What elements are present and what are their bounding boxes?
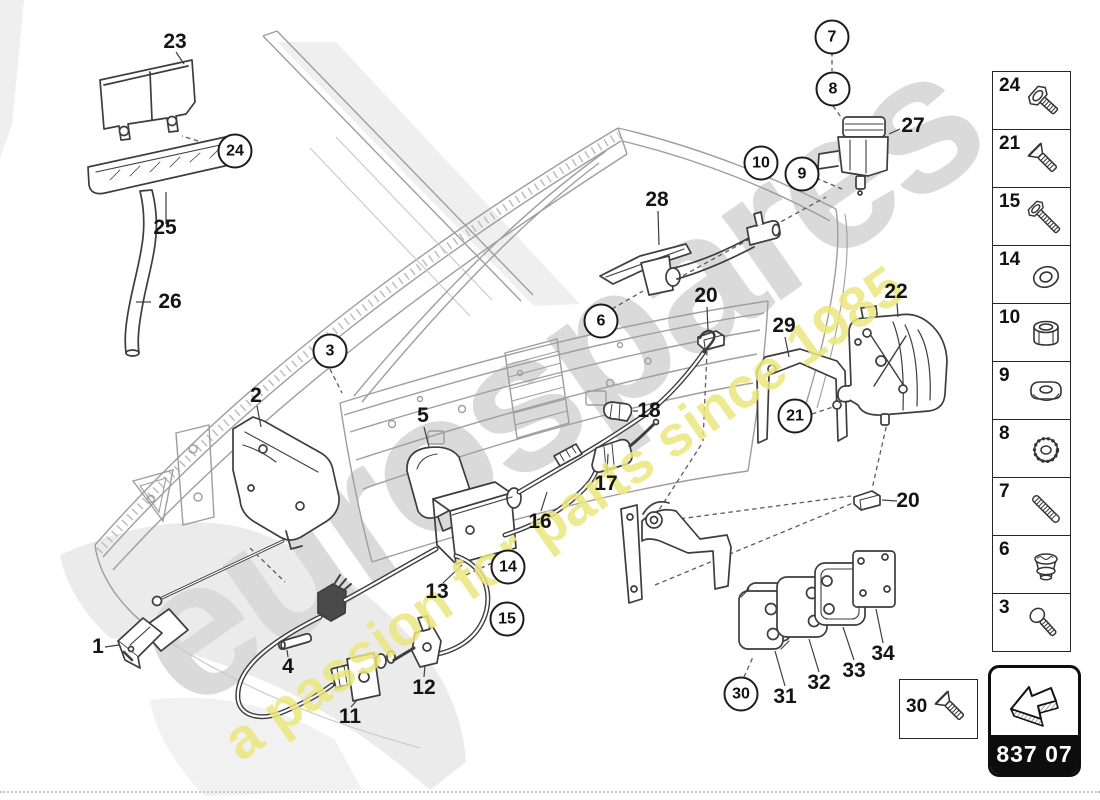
part-12-cable-end-bracket (411, 615, 442, 668)
legend-number: 21 (999, 133, 1021, 154)
circled-part-label-6: 6 (583, 303, 619, 339)
part-1-corner-bracket (117, 608, 189, 669)
part-label-18: 18 (637, 399, 661, 422)
part-label-33: 33 (842, 659, 866, 682)
part-2-handle-bracket (232, 416, 340, 550)
legend-cell-21: 21 (993, 130, 1070, 188)
legend-cell-10: 10 (993, 304, 1070, 362)
part-34-backing-plate (852, 550, 896, 608)
legend-number: 24 (999, 75, 1021, 96)
circled-part-label-15: 15 (489, 601, 525, 637)
cable-end-hook (698, 329, 716, 354)
page-code-box: 837 07 (988, 665, 1081, 777)
part-label-5: 5 (417, 404, 429, 427)
inset-item-number: 30 (906, 696, 928, 717)
part-23-tray (99, 59, 196, 141)
part-door-stay-lever (620, 500, 732, 604)
part-label-31: 31 (773, 685, 797, 708)
legend-number: 6 (999, 539, 1010, 560)
csk-screw-icon (1023, 139, 1069, 183)
cable-ferrule (553, 443, 583, 467)
part-27-reservoir (817, 116, 889, 196)
circled-part-label-9: 9 (784, 156, 820, 192)
part-4-pin (277, 632, 313, 651)
part-11-adjuster (330, 646, 416, 702)
part-label-13: 13 (425, 580, 449, 603)
csk-screw-icon (930, 687, 976, 731)
legend-cell-8: 8 (993, 420, 1070, 478)
circled-part-label-21: 21 (777, 398, 813, 434)
part-label-27: 27 (901, 114, 925, 137)
lock-nut-icon (1023, 313, 1069, 357)
long-bolt-icon (1023, 197, 1069, 241)
part-22-door-lock (837, 305, 948, 426)
part-label-20: 20 (896, 489, 920, 512)
circled-part-label-3: 3 (312, 333, 348, 369)
inset-item-box: 30 (899, 679, 978, 739)
part-17-cable-end (591, 418, 660, 473)
ring-washer-icon (1023, 255, 1069, 299)
direction-arrow-icon (991, 668, 1078, 735)
legend-cell-6: 6 (993, 536, 1070, 594)
circled-part-label-14: 14 (490, 549, 526, 585)
legend-cell-9: 9 (993, 362, 1070, 420)
circled-part-label-8: 8 (815, 71, 851, 107)
circled-part-label-30: 30 (723, 676, 759, 712)
circled-part-label-7: 7 (814, 19, 850, 55)
legend-cell-24: 24 (993, 72, 1070, 130)
hex-bolt-icon (1023, 81, 1069, 125)
part-28-lever-rod (599, 211, 781, 296)
page-bottom-divider (0, 791, 1100, 793)
part-label-29: 29 (772, 314, 796, 337)
part-label-16: 16 (528, 510, 552, 533)
part-26-drain-hose (124, 189, 158, 357)
legend-number: 8 (999, 423, 1010, 444)
part-connector-plug (317, 583, 347, 622)
stud-icon (1023, 487, 1069, 531)
legend-cell-15: 15 (993, 188, 1070, 246)
part-18-clip (603, 401, 633, 422)
flat-grommet-icon (1023, 371, 1069, 415)
page-code: 837 07 (991, 735, 1078, 774)
oval-screw-icon (1023, 603, 1069, 647)
leader-lines (104, 51, 901, 708)
legend-number: 10 (999, 307, 1021, 328)
push-grommet-icon (1023, 545, 1069, 589)
legend-cell-3: 3 (993, 594, 1070, 651)
serrated-washer-icon (1023, 429, 1069, 473)
part-label-32: 32 (807, 671, 831, 694)
legend-number: 14 (999, 249, 1021, 270)
legend-number: 9 (999, 365, 1010, 386)
part-label-22: 22 (884, 280, 908, 303)
plug-wires (334, 574, 352, 591)
part-label-23: 23 (163, 30, 187, 53)
legend-number: 15 (999, 191, 1021, 212)
door-line-art (94, 30, 848, 749)
legend-number: 3 (999, 597, 1010, 618)
legend-cell-7: 7 (993, 478, 1070, 536)
part-2-rod-eyelet (151, 595, 163, 607)
part-label-4: 4 (282, 655, 294, 678)
part-20-clip-upper (697, 330, 725, 351)
part-label-28: 28 (645, 188, 669, 211)
circled-part-label-24: 24 (217, 133, 253, 169)
part-20-clip-lower (853, 490, 881, 511)
legend-number: 7 (999, 481, 1010, 502)
part-label-12: 12 (412, 676, 436, 699)
hardware-legend-sidebar: 24 21 15 14 10 9 8 7 6 3 (992, 71, 1071, 652)
part-label-26: 26 (158, 290, 182, 313)
legend-cell-14: 14 (993, 246, 1070, 304)
part-label-20: 20 (694, 284, 718, 307)
part-label-2: 2 (250, 384, 262, 407)
part-33-gasket-plate (814, 562, 866, 626)
part-label-25: 25 (153, 216, 177, 239)
part-label-34: 34 (871, 642, 895, 665)
part-label-11: 11 (338, 705, 362, 728)
circled-part-label-10: 10 (743, 145, 779, 181)
part-label-1: 1 (92, 635, 104, 658)
part-29-bracket (756, 348, 848, 444)
part-label-17: 17 (594, 472, 618, 495)
